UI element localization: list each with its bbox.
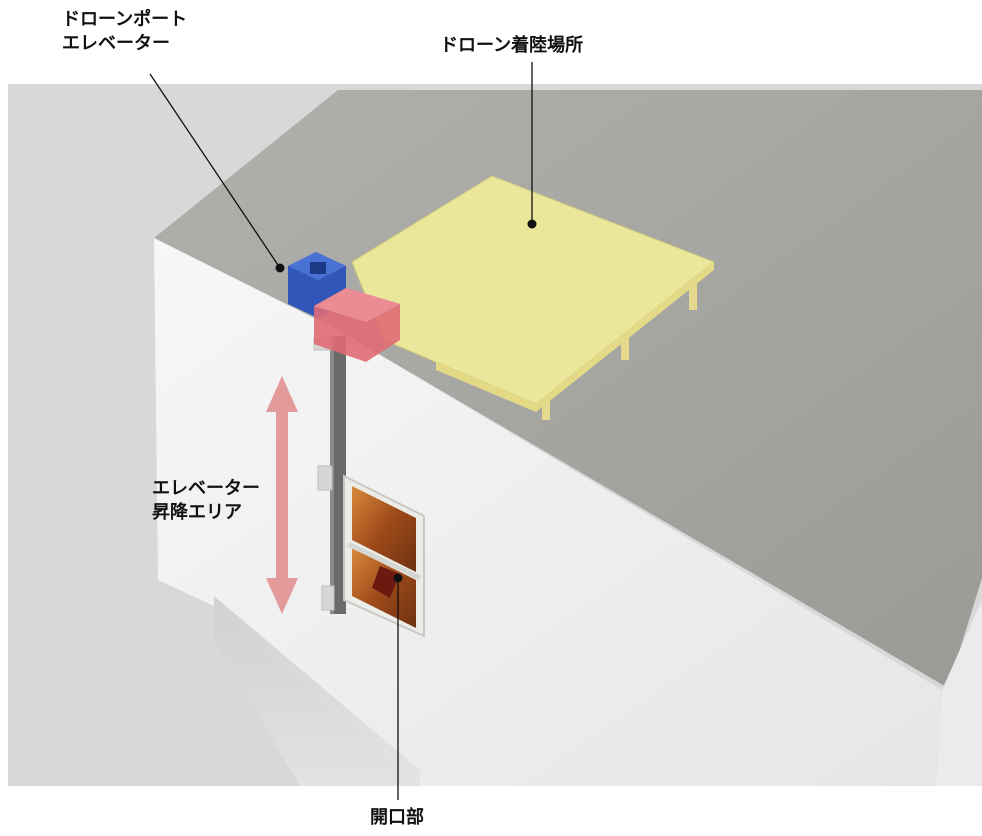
callout-lines [149, 62, 533, 800]
lift-area-label-line2: 昇降エリア [152, 502, 242, 523]
callout-line-elevator-unit [149, 73, 281, 269]
callout-dot-elevator-unit [275, 263, 285, 273]
callout-dots [275, 219, 537, 583]
lift-area-label-line1: エレベーター [152, 478, 260, 499]
elevator-cage-top [314, 288, 400, 322]
wall-base-shadow [214, 596, 420, 786]
landing-pad-legs [542, 280, 697, 420]
lift-area-label: エレベーター 昇降エリア [152, 477, 260, 525]
callout-dot-landing [527, 219, 537, 229]
opening-label: 開口部 [370, 807, 424, 828]
building-front-wall [154, 238, 942, 786]
callout-dot-opening [393, 573, 403, 583]
roof-surface [154, 90, 982, 688]
elevator-unit-label-line2: エレベーター [62, 33, 170, 54]
elevator-unit-label: ドローンポート エレベーター [62, 8, 187, 56]
elevator-unit-label-line1: ドローンポート [62, 9, 188, 30]
elevator-machine-slot [310, 262, 326, 274]
elevator-travel-arrow [266, 376, 298, 614]
window [343, 474, 425, 638]
landing-area-label: ドローン着陸場所 [440, 35, 584, 56]
building-side-wall [936, 600, 982, 786]
